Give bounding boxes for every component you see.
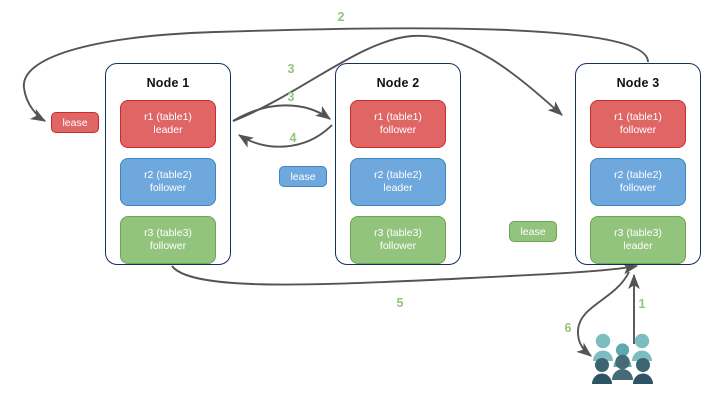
replica-range-label: r1 (table1) [144,110,192,123]
replica-range-label: r2 (table2) [144,168,192,181]
replica-range-label: r2 (table2) [614,168,662,181]
replica-role-label: leader [623,240,653,252]
replica-n3-r2[interactable]: r2 (table2) follower [590,158,686,206]
edge-step-3-to-node2 [232,104,331,122]
replica-role-label: follower [149,240,187,252]
lease-badge-red[interactable]: lease [51,112,99,133]
replica-role-label: follower [379,124,417,136]
edge-step-5 [171,262,639,286]
node-title: Node 1 [146,76,190,90]
replica-role-label: follower [379,240,417,252]
step-label-1: 1 [638,297,646,311]
replica-range-label: r3 (table3) [614,226,662,239]
node-title: Node 2 [376,76,420,90]
replica-role-label: follower [619,182,657,194]
step-label-3b: 3 [287,90,295,104]
replica-range-label: r3 (table3) [144,226,192,239]
lease-badge-blue[interactable]: lease [279,166,327,187]
replica-n1-r3[interactable]: r3 (table3) follower [120,216,216,264]
node-box-1[interactable]: Node 1 r1 (table1) leader r2 (table2) fo… [105,63,231,265]
replica-n3-r1[interactable]: r1 (table1) follower [590,100,686,148]
replica-n3-r3[interactable]: r3 (table3) leader [590,216,686,264]
people-icon [592,333,653,384]
step-label-4: 4 [289,131,297,145]
node-title: Node 3 [616,76,660,90]
replica-n2-r2[interactable]: r2 (table2) leader [350,158,446,206]
replica-range-label: r1 (table1) [614,110,662,123]
step-label-5: 5 [396,296,404,310]
replica-n1-r1[interactable]: r1 (table1) leader [120,100,216,148]
lease-badge-green[interactable]: lease [509,221,557,242]
step-label-2: 2 [337,10,345,24]
node-box-3[interactable]: Node 3 r1 (table1) follower r2 (table2) … [575,63,701,265]
replica-n2-r1[interactable]: r1 (table1) follower [350,100,446,148]
node-box-2[interactable]: Node 2 r1 (table1) follower r2 (table2) … [335,63,461,265]
replica-range-label: r2 (table2) [374,168,422,181]
replica-range-label: r1 (table1) [374,110,422,123]
replica-n2-r3[interactable]: r3 (table3) follower [350,216,446,264]
step-label-3a: 3 [287,62,295,76]
replica-range-label: r3 (table3) [374,226,422,239]
replica-role-label: follower [619,124,657,136]
replica-n1-r2[interactable]: r2 (table2) follower [120,158,216,206]
step-label-6: 6 [564,321,572,335]
replica-role-label: follower [149,182,187,194]
replica-role-label: leader [153,124,183,136]
replica-role-label: leader [383,182,413,194]
